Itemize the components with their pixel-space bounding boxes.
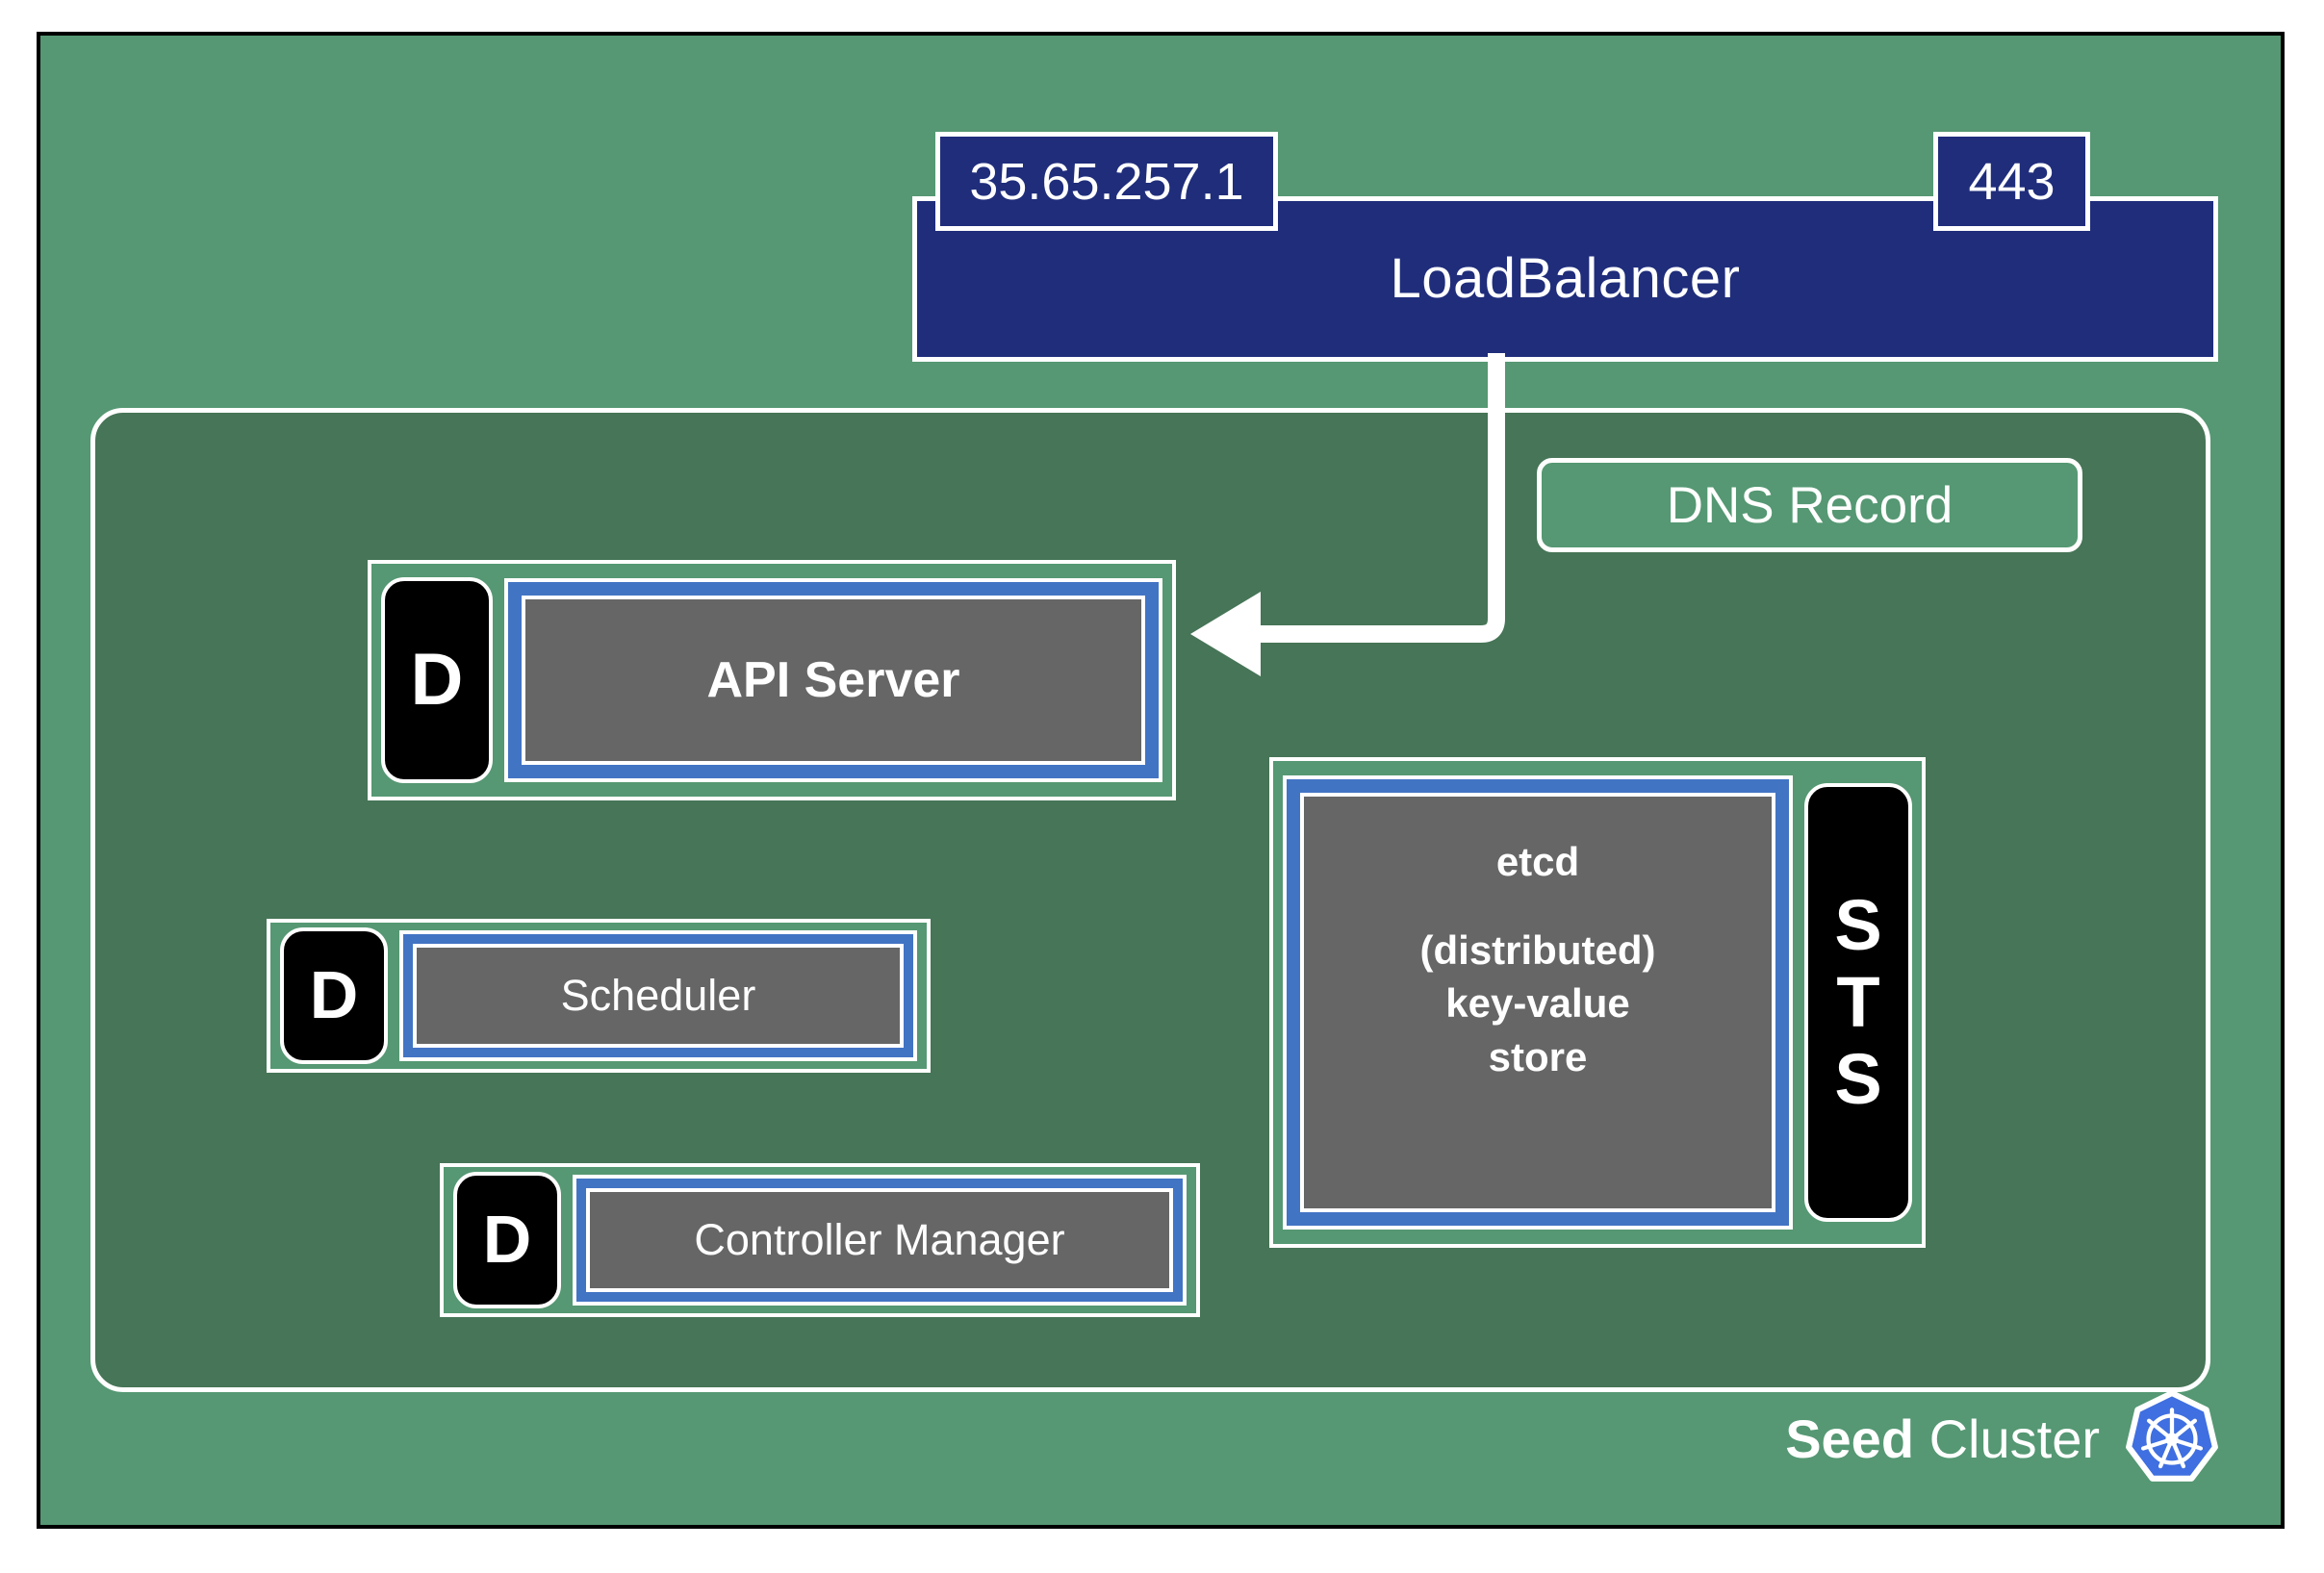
deployment-badge-letter: D (410, 638, 464, 721)
component-scheduler: D Scheduler (267, 919, 931, 1073)
statefulset-badge: S T S (1804, 783, 1912, 1222)
api-server-container-box: API Server (522, 596, 1145, 765)
scheduler-pod-box: Scheduler (399, 930, 917, 1061)
controller-manager-pod-box: Controller Manager (573, 1175, 1187, 1306)
deployment-badge: D (453, 1172, 561, 1308)
deployment-badge-letter: D (309, 957, 359, 1033)
statefulset-badge-letter-3: S (1834, 1038, 1882, 1119)
api-server-label: API Server (706, 652, 960, 708)
loadbalancer-port-text: 443 (1968, 152, 2056, 211)
scheduler-label: Scheduler (560, 971, 756, 1020)
loadbalancer-label: LoadBalancer (1390, 247, 1741, 310)
kubernetes-logo (2126, 1390, 2218, 1482)
dns-record-label: DNS Record (1666, 476, 1954, 534)
component-controller-manager: D Controller Manager (440, 1163, 1200, 1317)
controller-manager-container-box: Controller Manager (586, 1188, 1173, 1292)
loadbalancer-port-badge: 443 (1933, 132, 2090, 231)
etcd-description-line-1: (distributed) (1419, 927, 1656, 973)
etcd-description: (distributed) key-value store (1420, 924, 1656, 1083)
etcd-description-line-3: store (1488, 1033, 1588, 1079)
loadbalancer-ip-badge: 35.65.257.1 (935, 132, 1278, 231)
diagram-canvas: LoadBalancer 35.65.257.1 443 DNS Record … (37, 32, 2285, 1529)
statefulset-badge-letter-1: S (1834, 885, 1882, 966)
etcd-pod-box: etcd (distributed) key-value store (1283, 775, 1793, 1230)
loadbalancer-ip-text: 35.65.257.1 (969, 152, 1244, 211)
component-etcd: S T S etcd (distributed) key-value store (1269, 757, 1926, 1248)
brand-label-regular: Cluster (1928, 1408, 2100, 1469)
deployment-badge: D (280, 927, 388, 1064)
deployment-badge: D (381, 577, 493, 783)
scheduler-container-box: Scheduler (413, 944, 904, 1048)
etcd-label: etcd (1495, 839, 1580, 884)
dns-record-box: DNS Record (1537, 458, 2082, 552)
deployment-badge-letter: D (482, 1202, 532, 1278)
statefulset-badge-letter-2: T (1836, 962, 1880, 1043)
brand-label-bold: Seed (1785, 1408, 1915, 1469)
component-api-server: D API Server (368, 560, 1176, 800)
etcd-container-box: etcd (distributed) key-value store (1300, 793, 1775, 1212)
etcd-description-line-2: key-value (1445, 980, 1630, 1027)
brand-label: Seed Cluster (1785, 1412, 2100, 1466)
controller-manager-label: Controller Manager (694, 1215, 1065, 1264)
brand-footer: Seed Cluster (1785, 1390, 2221, 1488)
api-server-pod-box: API Server (504, 578, 1162, 782)
